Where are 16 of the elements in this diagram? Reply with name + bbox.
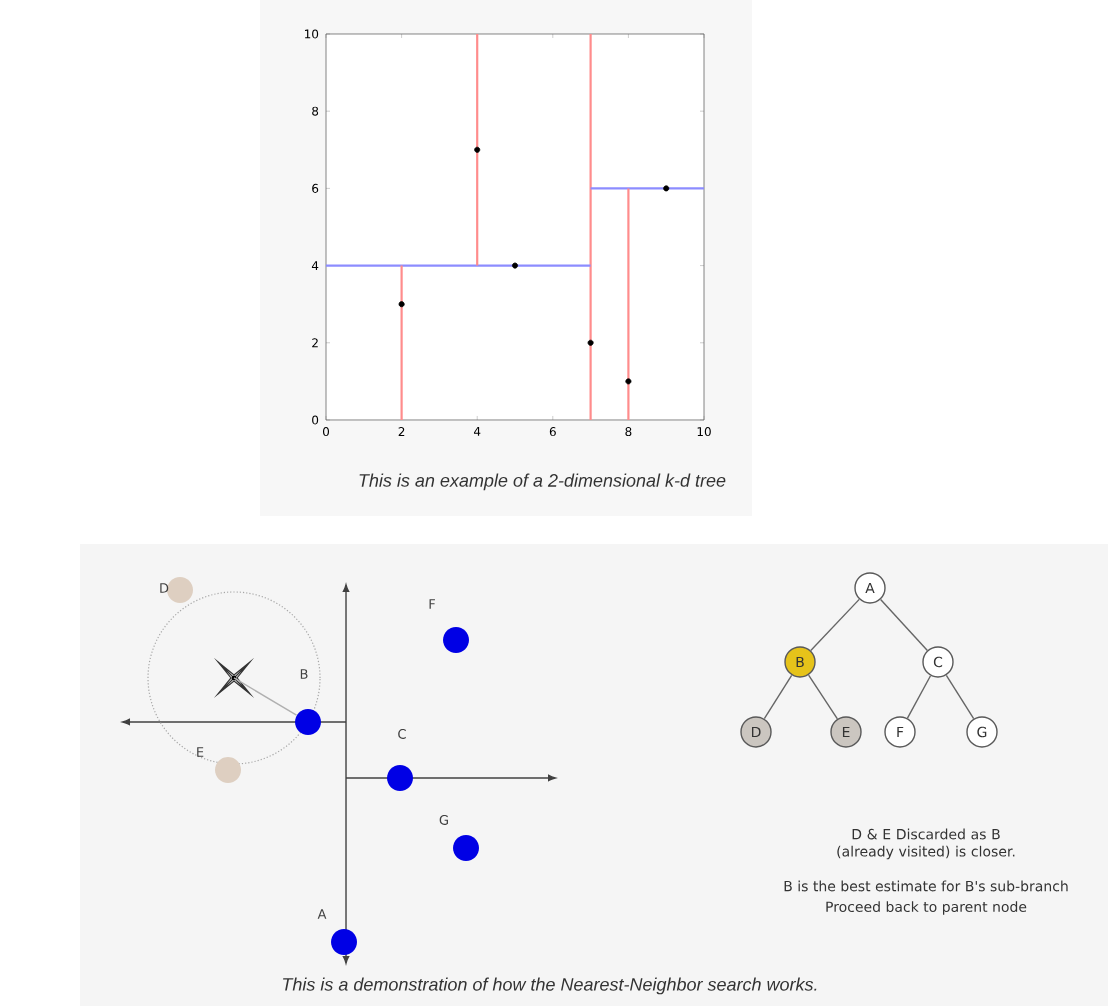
tree-edge bbox=[810, 598, 860, 652]
point bbox=[587, 339, 594, 346]
tree-edge bbox=[906, 675, 932, 719]
query-point-star bbox=[213, 657, 255, 699]
tree-edge bbox=[945, 674, 975, 720]
point bbox=[474, 146, 481, 153]
caption: This is an example of a 2-dimensional k-d tree bbox=[359, 473, 726, 491]
caption: This is a demonstration of how the Nearest-Neighbor search works. bbox=[283, 977, 817, 995]
tree-edge bbox=[807, 674, 839, 720]
point bbox=[625, 378, 632, 385]
tree-edge bbox=[879, 598, 929, 652]
tree-edge bbox=[763, 674, 793, 720]
radius-line bbox=[233, 677, 298, 716]
point bbox=[663, 185, 670, 192]
point bbox=[398, 301, 405, 308]
point bbox=[512, 262, 519, 269]
